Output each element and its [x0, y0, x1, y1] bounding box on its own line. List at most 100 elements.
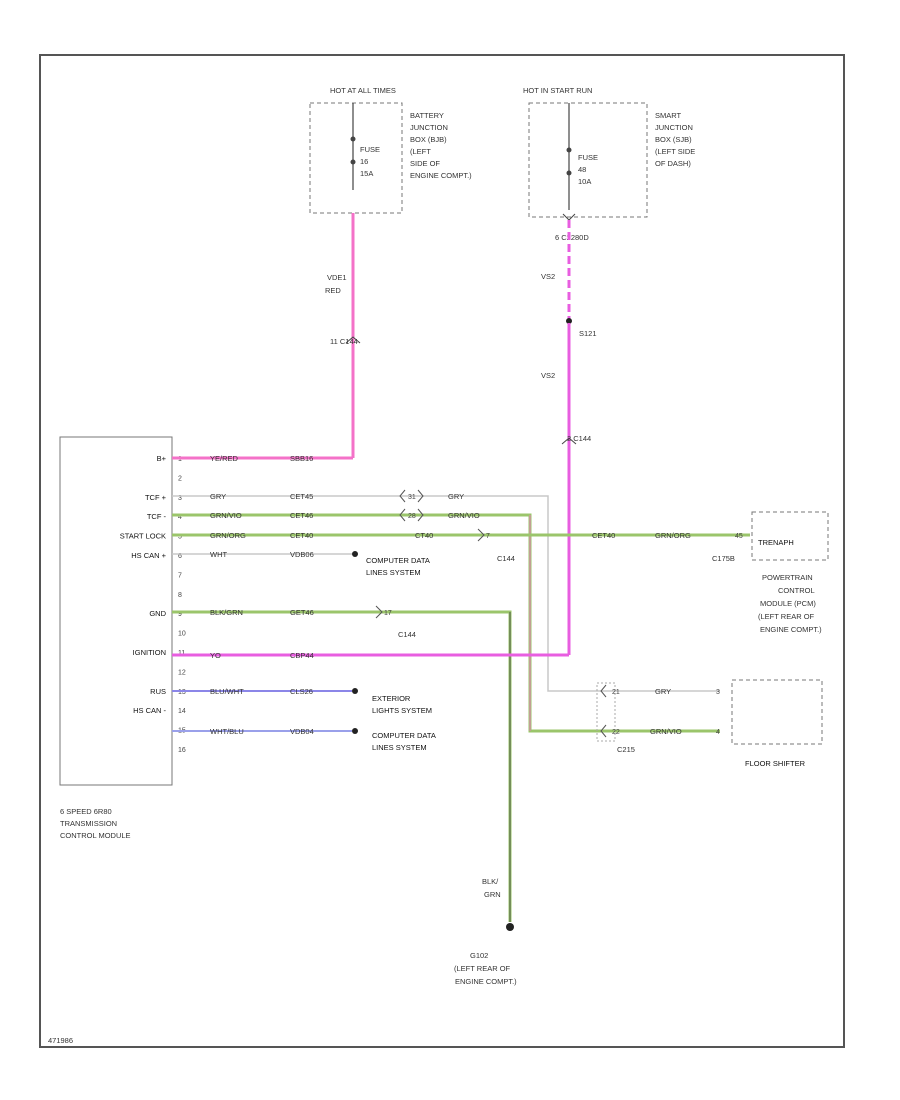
- vs2-circuit-top: VS2: [541, 272, 555, 281]
- fuse-48-terminal-bottom: [566, 170, 572, 176]
- ground-location-2: ENGINE COMPT.): [455, 977, 517, 986]
- module-pin-number: 3: [178, 495, 182, 502]
- wire-start-lock-circuit: CET40: [290, 531, 313, 540]
- vs2-circuit-bottom: VS2: [541, 371, 555, 380]
- wire-ground: [172, 610, 512, 922]
- module-pin-label: RUS: [150, 687, 166, 696]
- fuse-48-rating: 10A: [578, 177, 591, 186]
- floor-shifter-label: FLOOR SHIFTER: [745, 759, 806, 768]
- splice-s121-label: S121: [579, 329, 597, 338]
- exterior-lights-1: EXTERIOR: [372, 694, 411, 703]
- c144-pin7: 7: [486, 533, 490, 540]
- computer-data-lines-2b: LINES SYSTEM: [372, 743, 427, 752]
- c144-pin17: 17: [384, 610, 392, 617]
- fuse-16-terminal-top: [350, 136, 356, 142]
- module-pin-number: 5: [178, 534, 182, 541]
- ground-location-1: (LEFT REAR OF: [454, 964, 511, 973]
- module-pin-number: 6: [178, 553, 182, 560]
- module-pin-number: 10: [178, 631, 186, 638]
- c144-label-ground: C144: [398, 630, 416, 639]
- pcm-connector-box: [751, 511, 829, 561]
- shifter-wire-gry: GRY: [655, 687, 671, 696]
- wire-rus-circuit: CLS26: [290, 687, 313, 696]
- pcm-connector-label: TRENAPH: [758, 538, 794, 547]
- wire-tcf-minus: [172, 513, 720, 733]
- fuse-16-rating: 15A: [360, 169, 373, 178]
- module-name-2: TRANSMISSION: [60, 819, 117, 828]
- vde1-circuit: VDE1: [327, 273, 347, 282]
- module-pin-label: HS CAN +: [131, 551, 166, 560]
- ground-wire-color-2: GRN: [484, 890, 501, 899]
- module-pin-label: START LOCK: [120, 532, 166, 541]
- module-pin-number: 9: [178, 611, 182, 618]
- floor-shifter-box: [731, 679, 823, 745]
- pcm-pin-45: 45: [735, 533, 743, 540]
- module-pin-number: 8: [178, 592, 182, 599]
- module-pin-label: TCF -: [147, 512, 167, 521]
- ground-wire-color-1: BLK/: [482, 877, 499, 886]
- module-pin-label: IGNITION: [133, 648, 166, 657]
- fuse-48-label: FUSE: [578, 153, 598, 162]
- sjb-label-3: BOX (SJB): [655, 135, 692, 144]
- module-name-1: 6 SPEED 6R80: [60, 807, 112, 816]
- bjb-label-3: BOX (BJB): [410, 135, 447, 144]
- hot-at-all-times-label: HOT AT ALL TIMES: [330, 86, 396, 95]
- c215-label: C215: [617, 745, 635, 754]
- wire-hs-can-plus-circuit: VDB06: [290, 550, 314, 559]
- module-pin-label: TCF +: [145, 493, 167, 502]
- bjb-label-2: JUNCTION: [410, 123, 448, 132]
- computer-data-lines-1b: LINES SYSTEM: [366, 568, 421, 577]
- hs-can-plus-arrow-icon: [352, 551, 358, 557]
- bjb-label-4: (LEFT: [410, 147, 431, 156]
- wire-hs-can-minus-circuit: VDB04: [290, 727, 314, 736]
- ground-id: G102: [470, 951, 488, 960]
- sjb-label-1: SMART: [655, 111, 682, 120]
- wire-start-lock-circuit-3: CET40: [592, 531, 615, 540]
- computer-data-lines-1a: COMPUTER DATA: [366, 556, 430, 565]
- splice-s121: [566, 318, 572, 324]
- module-pin-number: 16: [178, 747, 186, 754]
- module-pin-label: GND: [149, 609, 166, 618]
- bjb-box: [309, 102, 403, 214]
- hs-can-minus-arrow-icon: [352, 728, 358, 734]
- diagram-id: 471986: [48, 1036, 73, 1045]
- wire-b-plus-color: YE/RED: [210, 454, 239, 463]
- module-pin-label: B+: [157, 454, 167, 463]
- module-name-3: CONTROL MODULE: [60, 831, 131, 840]
- wire-ignition-color: YO: [210, 651, 221, 660]
- wire-hs-can-plus-color: WHT: [210, 550, 227, 559]
- vde1-color: RED: [325, 286, 341, 295]
- shifter-pin-3: 3: [716, 689, 720, 696]
- fuse-16-terminal-bottom: [350, 159, 356, 165]
- c144-pin2-label: 2 C144: [567, 434, 591, 443]
- pcm-label-2: CONTROL: [778, 586, 815, 595]
- sjb-label-2: JUNCTION: [655, 123, 693, 132]
- module-pin-number: 2: [178, 475, 182, 482]
- wire-ignition-circuit: CBP44: [290, 651, 314, 660]
- c144-pin11-label: 11 C144: [330, 337, 358, 346]
- bjb-label-1: BATTERY: [410, 111, 444, 120]
- pcm-label-1: POWERTRAIN: [762, 573, 813, 582]
- bjb-label-5: SIDE OF: [410, 159, 440, 168]
- wire-hs-can-minus-color: WHT/BLU: [210, 727, 244, 736]
- wire-start-lock-color-2: GRN/ORG: [655, 531, 691, 540]
- wire-tcf-plus: [172, 495, 720, 692]
- wire-rus-color: BLU/WHT: [210, 687, 244, 696]
- c215-pin22: 22: [612, 729, 620, 736]
- fuse-48-terminal-top: [566, 147, 572, 153]
- pcm-label-3: MODULE (PCM): [760, 599, 816, 608]
- wire-start-lock-circuit-2: CT40: [415, 531, 433, 540]
- module-pin-number: 7: [178, 572, 182, 579]
- shifter-wire-grnvio: GRN/VIO: [650, 727, 682, 736]
- hot-in-start-run-label: HOT IN START RUN: [523, 86, 592, 95]
- c144-label-start-lock: C144: [497, 554, 515, 563]
- module-pin-number: 12: [178, 669, 186, 676]
- rus-arrow-icon: [352, 688, 358, 694]
- c2280d-connector-label: 6 C2280D: [555, 233, 589, 242]
- wire-start-lock-color: GRN/ORG: [210, 531, 246, 540]
- fuse-16-label: FUSE: [360, 145, 380, 154]
- wire-tcf-plus-color-2: GRY: [448, 492, 464, 501]
- bjb-label-6: ENGINE COMPT.): [410, 171, 472, 180]
- wire-tcf-minus-color-2: GRN/VIO: [448, 511, 480, 520]
